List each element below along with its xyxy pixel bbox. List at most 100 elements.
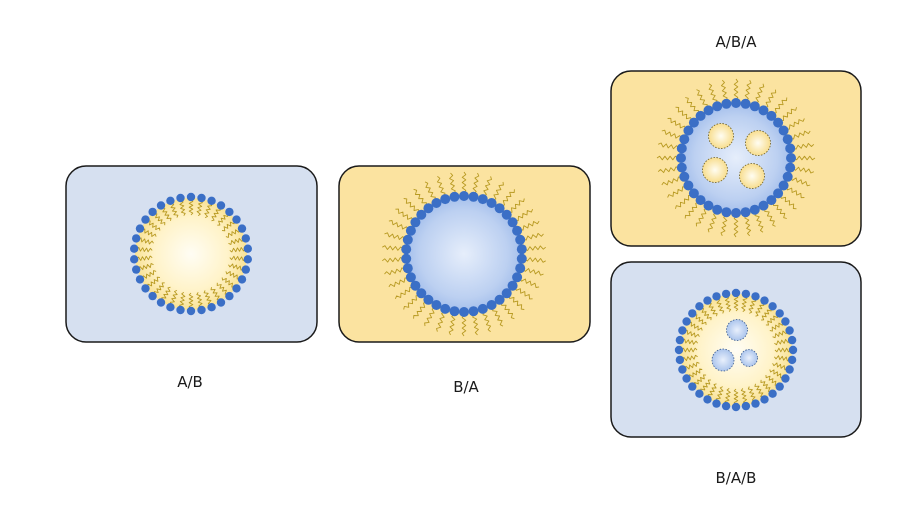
b-a-b-surfactant-head	[731, 402, 741, 412]
a-b-a-surfactant-head	[786, 153, 796, 163]
a-b-surfactant-tail	[138, 237, 154, 245]
b-a-b-surfactant-head	[712, 292, 721, 301]
b-a-b-surfactant-head	[785, 365, 794, 374]
a-b-a-surfactant-head	[721, 98, 732, 109]
a-b-a-surfactant-head	[782, 171, 793, 182]
b-a-b-surfactant-head	[682, 317, 691, 326]
a-b-surfactant-tail	[147, 276, 160, 287]
b-a-surfactant-tail	[436, 176, 446, 197]
a-b-a-surfactant-head	[688, 188, 699, 199]
b-a-surfactant-tail	[424, 181, 436, 201]
b-a-surfactant-tail	[492, 307, 504, 327]
inner-blue-droplet	[726, 319, 748, 341]
a-b-surfactant-head	[225, 207, 234, 217]
inner-yellow-droplet	[745, 130, 771, 156]
a-b-surfactant-head	[237, 224, 247, 233]
b-a-b-surfactant-tail	[681, 347, 698, 353]
a-b-surfactant-tail	[154, 213, 166, 226]
a-b-surfactant-tail	[204, 203, 213, 219]
a-b-a-surfactant-tail	[720, 79, 728, 102]
a-b-surfactant-head	[135, 224, 145, 233]
a-b-a-surfactant-tail	[720, 214, 728, 236]
b-a-surfactant-head	[416, 209, 427, 220]
a-b-surfactant-head	[148, 291, 157, 301]
b-a-surfactant-head	[405, 272, 416, 283]
b-a-b-surfactant-tail	[688, 368, 703, 378]
a-b-a-surfactant-head	[766, 195, 777, 206]
a-b-a-surfactant-head	[740, 207, 751, 218]
a-b-surfactant-head	[232, 215, 241, 224]
a-b-surfactant-tail	[170, 202, 179, 218]
a-b-a-surfactant-tail	[733, 78, 739, 101]
a-b-surfactant-head	[207, 196, 216, 205]
b-a-surfactant-head	[501, 209, 512, 220]
b-a-surfactant-head	[494, 203, 505, 214]
b-a-surfactant-head	[468, 306, 479, 317]
b-a-surfactant-tail	[519, 220, 540, 231]
a-b-a-surfactant-tail	[772, 202, 787, 219]
label-b-a-b: B/A/B	[716, 469, 757, 487]
a-b-surfactant-head	[156, 201, 166, 210]
b-a-b-surfactant-tail	[715, 386, 724, 402]
a-b-a-surfactant-tail	[667, 117, 687, 130]
b-a-surfactant-tail	[519, 278, 540, 288]
b-a-b-surfactant-tail	[769, 369, 784, 379]
yellow-core	[680, 294, 792, 406]
a-b-a-surfactant-head	[695, 110, 706, 121]
a-b-surfactant-head	[207, 303, 216, 312]
b-a-b-surfactant-head	[751, 292, 760, 301]
a-b-surfactant-head	[176, 193, 185, 203]
b-a-b-surfactant-head	[741, 289, 751, 299]
a-b-surfactant-tail	[161, 286, 171, 301]
a-b-surfactant-tail	[179, 200, 186, 216]
droplet-a-b-a	[656, 78, 816, 238]
b-a-surfactant-head	[516, 244, 527, 255]
b-a-surfactant-tail	[514, 287, 533, 300]
a-b-surfactant-tail	[203, 290, 212, 306]
b-a-b-surfactant-tail	[693, 374, 707, 386]
a-b-a-surfactant-tail	[790, 130, 811, 140]
b-a-surfactant-tail	[424, 307, 436, 327]
b-a-surfactant-head	[507, 280, 518, 291]
b-a-surfactant-tail	[394, 286, 413, 299]
a-b-surfactant-tail	[153, 282, 165, 295]
a-b-surfactant-tail	[162, 207, 172, 221]
b-a-surfactant-head	[512, 272, 523, 283]
a-b-surfactant-head	[225, 291, 234, 301]
inner-yellow-droplet	[739, 163, 765, 189]
panel-b-a: B/A	[338, 165, 591, 396]
a-b-surfactant-tail	[188, 199, 194, 216]
b-a-surfactant-tail	[515, 209, 534, 222]
b-a-surfactant-tail	[482, 311, 492, 332]
a-b-surfactant-head	[166, 196, 175, 205]
b-a-surfactant-tail	[492, 181, 504, 201]
a-b-a-surfactant-head	[785, 162, 796, 173]
a-b-surfactant-tail	[229, 247, 246, 253]
b-a-b-surfactant-head	[688, 382, 697, 391]
a-b-surfactant-tail	[169, 289, 178, 305]
a-b-surfactant-head	[166, 303, 175, 312]
a-b-a-surfactant-tail	[675, 194, 692, 209]
b-a-surfactant-head	[459, 191, 469, 201]
blue-core	[682, 104, 790, 212]
b-a-surfactant-head	[494, 294, 505, 305]
b-a-surfactant-head	[449, 306, 460, 317]
b-a-surfactant-tail	[413, 188, 427, 206]
b-a-surfactant-tail	[524, 257, 546, 263]
droplet-b-a-b	[674, 288, 798, 412]
a-b-surfactant-tail	[142, 228, 157, 237]
b-a-b-surfactant-tail	[769, 322, 784, 332]
b-a-b-surfactant-head	[731, 288, 741, 298]
a-b-a-surfactant-tail	[685, 97, 700, 114]
a-b-surfactant-head	[141, 284, 150, 293]
b-a-b-surfactant-tail	[774, 355, 790, 362]
a-b-surfactant-tail	[221, 277, 235, 288]
b-a-b-surfactant-head	[741, 401, 751, 411]
panel-a-b-a: A/B/A	[610, 33, 862, 247]
b-a-surfactant-tail	[483, 176, 492, 197]
b-a-b-surfactant-tail	[682, 338, 698, 345]
a-b-surfactant-head	[186, 192, 196, 202]
a-b-a-surfactant-tail	[792, 142, 815, 150]
a-b-a-surfactant-tail	[733, 215, 739, 238]
